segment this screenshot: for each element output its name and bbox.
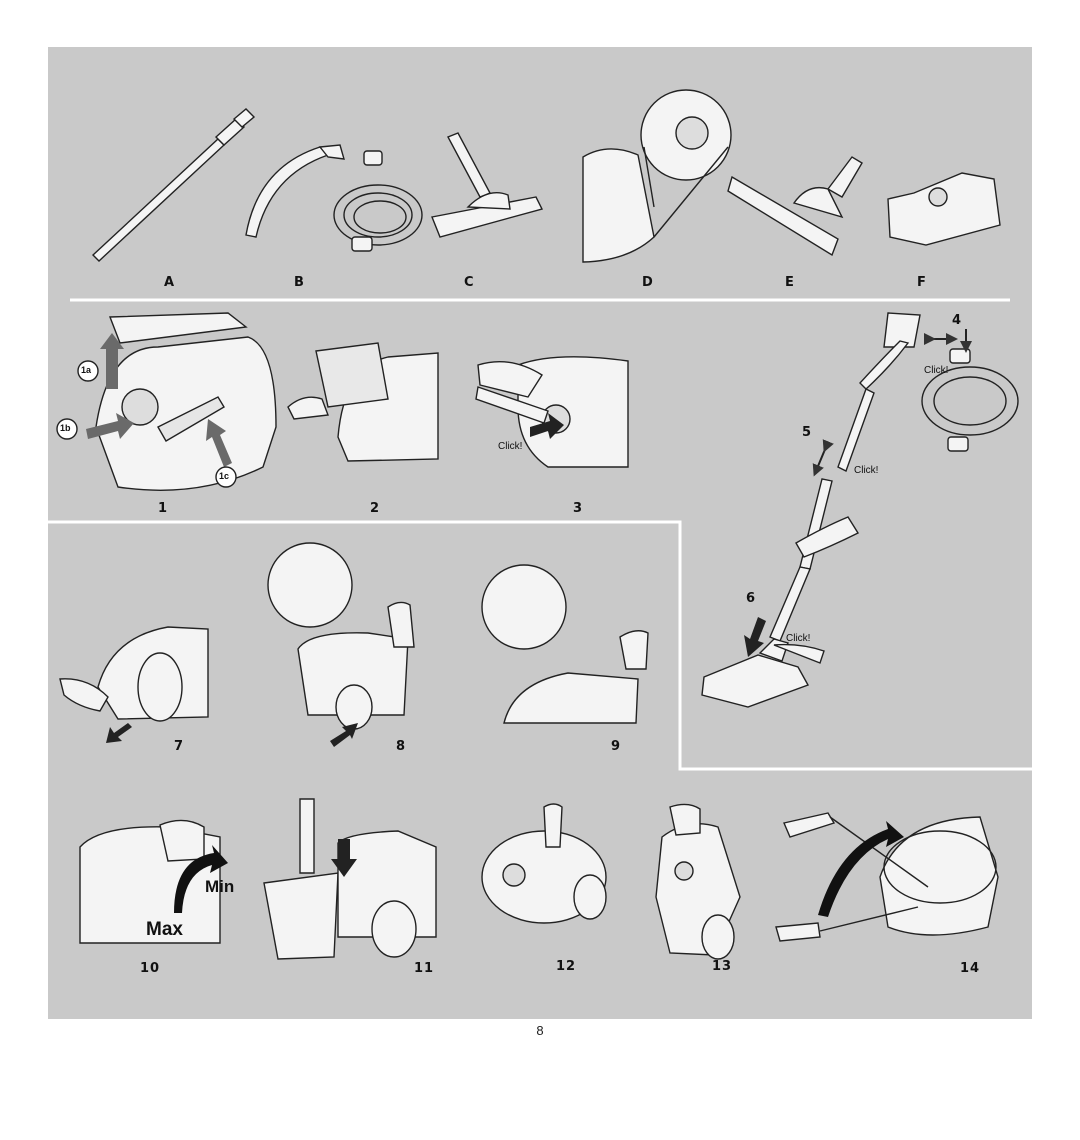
step-5-tube [769, 388, 875, 642]
part-label-c: C [464, 275, 475, 290]
part-e-nozzle [727, 156, 863, 257]
part-label-b: B [294, 275, 305, 290]
step-number-2: 2 [370, 501, 381, 516]
badge-1b: 1b [60, 423, 71, 433]
step-number-1: 1 [158, 501, 169, 516]
step-number-13: 13 [712, 959, 733, 974]
part-d-appliance [582, 89, 732, 263]
step-13-illustration [655, 803, 741, 960]
step-12-illustration [481, 803, 607, 924]
step-1-illustration [95, 312, 277, 491]
part-label-e: E [785, 275, 795, 290]
step-number-14: 14 [960, 961, 981, 976]
step-number-5: 5 [802, 425, 813, 440]
step-number-4: 4 [952, 313, 963, 328]
part-b-hose [245, 144, 423, 252]
badge-1c: 1c [219, 471, 230, 481]
illustration-panel: A B C D E F 1a 1b 1c 1 2 3 4 5 6 7 8 9 1… [48, 47, 1032, 1019]
steps-4-6-arrows [744, 329, 972, 657]
step-number-9: 9 [611, 739, 622, 754]
step-9-illustration [481, 564, 649, 724]
step-number-10: 10 [140, 961, 161, 976]
step-7-arrow [106, 723, 132, 743]
step-7-illustration [59, 626, 209, 722]
step-3-arrow [530, 413, 564, 439]
step-14-arrow [818, 821, 904, 917]
click-callout-step-4: Click! [924, 365, 949, 376]
step-10-illustration [79, 819, 221, 944]
step-11-arrow [331, 839, 357, 877]
step-number-12: 12 [556, 959, 577, 974]
click-callout-step-5: Click! [854, 465, 879, 476]
page-number: 8 [536, 1023, 544, 1038]
click-callout-step-3: Click! [498, 441, 523, 452]
step-number-6: 6 [746, 591, 757, 606]
step-10-arrows [174, 845, 228, 913]
step-6-nozzle [701, 638, 825, 708]
part-f-dustbag [887, 172, 1001, 246]
step-2-illustration [287, 342, 439, 462]
max-label: Max [146, 919, 183, 940]
step-8-illustration [267, 542, 415, 730]
part-c-nozzle [431, 132, 544, 238]
step-number-7: 7 [174, 739, 185, 754]
step-14-illustration [775, 812, 999, 942]
step-number-11: 11 [414, 961, 435, 976]
step-1-badges [56, 360, 237, 488]
part-a-tube [91, 108, 256, 262]
step-4-illustration [859, 312, 1019, 452]
part-label-a: A [164, 275, 176, 290]
part-label-f: F [917, 275, 927, 290]
part-label-d: D [642, 275, 654, 290]
step-number-3: 3 [573, 501, 584, 516]
click-callout-step-6: Click! [786, 633, 811, 644]
step-11-illustration [263, 798, 437, 960]
min-label: Min [205, 877, 235, 896]
step-number-8: 8 [396, 739, 407, 754]
divider-middle [48, 520, 1032, 771]
step-8-arrow [330, 723, 358, 747]
instructions-artwork [48, 89, 1032, 960]
badge-1a: 1a [81, 365, 92, 375]
step-1-arrows [86, 333, 232, 467]
